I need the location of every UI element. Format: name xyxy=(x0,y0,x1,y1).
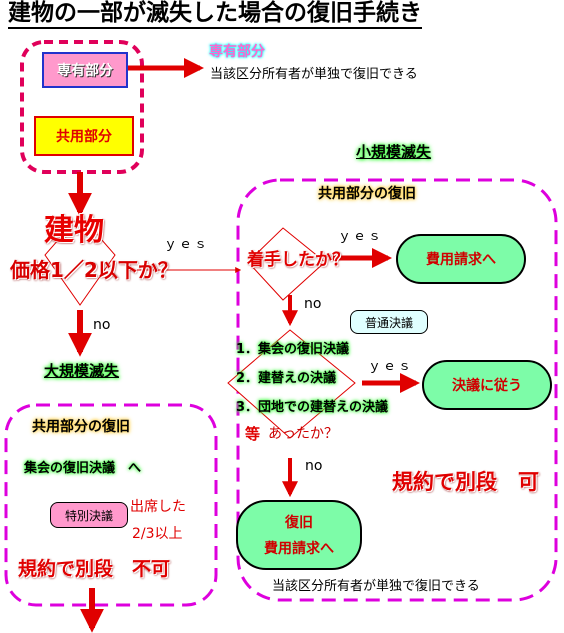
result-cost-claim-pill: 費用請求へ xyxy=(396,234,526,284)
decision-diamond-2 xyxy=(247,227,326,301)
result-restore-text: 復旧 xyxy=(285,515,313,531)
small-scale-heading: 小規模滅失 xyxy=(356,143,432,161)
result-follow-resolution-pill: 決議に従う xyxy=(422,360,552,410)
large-rule-text: 規約で別段 不可 xyxy=(18,558,171,580)
large-scale-heading: 大規模滅失 xyxy=(44,362,120,380)
decision-diamond-3 xyxy=(227,329,356,439)
decision1-no-label: no xyxy=(93,317,111,333)
small-yes1-label: ｙｅｓ xyxy=(338,229,384,244)
result-cost-claim2-text: 費用請求へ xyxy=(264,541,334,557)
resolution-item-2: 2．建替えの決議 xyxy=(236,371,337,386)
exclusive-part-note: 当該区分所有者が単独で復旧できる xyxy=(210,67,418,82)
resolution-item-3: 3．団地での建替えの決議 xyxy=(236,400,389,415)
decision1-price-text: 価格1／2以下か？ xyxy=(10,258,178,282)
result-follow-resolution-text: 決議に従う xyxy=(452,378,522,394)
common-part-box: 共用部分 xyxy=(34,116,134,156)
large-scale-subheading: 共用部分の復旧 xyxy=(32,419,130,435)
large-attend-text: 出席した xyxy=(130,499,186,515)
page-title: 建物の一部が滅失した場合の復旧手続き xyxy=(8,2,422,29)
small-q2-text: あったか？ xyxy=(268,426,338,442)
large-resolution-text: 集会の復旧決議 へ xyxy=(24,461,142,476)
decision-diamond-1 xyxy=(44,214,116,306)
small-q1-text: 着手したか？ xyxy=(247,250,349,270)
exclusive-part-box: 専有部分 xyxy=(42,52,128,88)
decision1-building-text: 建物 xyxy=(44,213,104,248)
result-cost-claim-text: 費用請求へ xyxy=(426,252,496,268)
exclusive-part-label: 専有部分 xyxy=(209,44,265,60)
ordinary-resolution-bubble: 普通決議 xyxy=(350,310,428,334)
small-yes2-label: ｙｅｓ xyxy=(368,359,414,374)
small-footer-note: 当該区分所有者が単独で復旧できる xyxy=(272,579,480,594)
small-no2-label: no xyxy=(305,458,323,474)
small-rule-text: 規約で別段 可 xyxy=(392,470,539,494)
small-no1-label: no xyxy=(304,296,322,312)
large-ratio-text: 2/3以上 xyxy=(132,526,183,542)
large-scale-frame xyxy=(4,403,218,607)
small-q2-etc: 等 xyxy=(245,425,261,443)
resolution-item-1: 1．集会の復旧決議 xyxy=(236,342,350,357)
special-resolution-bubble: 特別決議 xyxy=(50,502,128,528)
top-group-frame xyxy=(20,40,144,174)
decision1-yes-label: ｙｅｓ xyxy=(164,237,210,252)
result-restore-cost-pill: 復旧 費用請求へ xyxy=(236,500,362,570)
small-scale-subheading: 共用部分の復旧 xyxy=(318,186,416,202)
